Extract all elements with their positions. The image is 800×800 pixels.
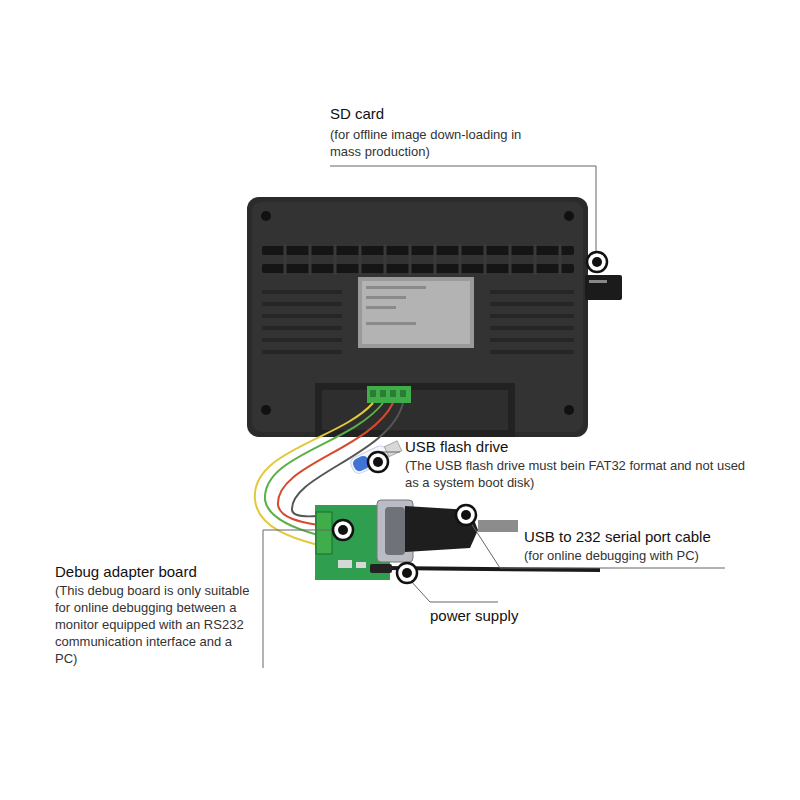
usb-flash-drive [349, 438, 403, 475]
board-components [338, 560, 366, 568]
callout-title: USB to 232 serial port cable [524, 527, 764, 546]
callout-title: power supply [430, 606, 590, 625]
terminal-screws [370, 390, 406, 397]
callout-note: (This debug board is only suitable for o… [55, 582, 255, 667]
callout-note: (for offline image down-loading in mass … [330, 126, 530, 160]
callout-note: (The USB flash drive must bein FAT32 for… [405, 457, 750, 491]
board-terminal [316, 512, 332, 554]
vent-ribs [285, 244, 560, 275]
leader-lines [263, 166, 725, 668]
serial-cable-end [478, 520, 518, 532]
hmi-back [252, 202, 583, 432]
sticker-print [366, 286, 426, 325]
callout-title: USB flash drive [405, 437, 605, 456]
callout-title: SD card [330, 104, 590, 123]
power-plug [370, 564, 392, 573]
terminal-block [367, 386, 411, 403]
connector-recess-inner [322, 390, 508, 430]
connector-recess [315, 383, 515, 437]
callout-title: Debug adapter board [55, 562, 255, 581]
hmi-housing [247, 197, 588, 437]
db9-shell [385, 507, 405, 555]
label-sticker-face [362, 281, 470, 344]
callout-note: (for online debugging with PC) [524, 547, 764, 564]
sd-card [585, 275, 622, 300]
label-sticker [358, 277, 474, 348]
serial-cable-head [405, 506, 478, 552]
sd-card-print [589, 280, 607, 283]
